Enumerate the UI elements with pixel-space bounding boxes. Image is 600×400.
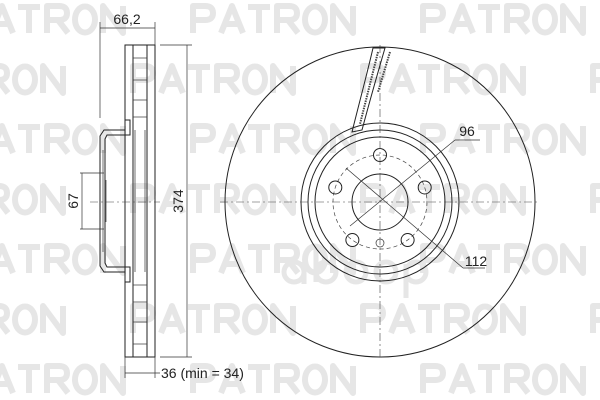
bolt-hole: [328, 180, 343, 195]
inner-friction-plate: [124, 44, 134, 358]
front-view: [220, 45, 540, 360]
dimension-lines: [80, 22, 192, 378]
watermark-logo: [423, 366, 583, 393]
center-bore-label: 67: [65, 193, 81, 209]
bolt-circle-label: 112: [465, 253, 488, 269]
watermark-logo: [0, 66, 63, 93]
watermark-logo: [423, 6, 583, 33]
outer-diameter-label: 374: [170, 189, 186, 213]
watermark-logo: [193, 6, 353, 33]
outer-friction-plate: [146, 44, 156, 358]
hub-ring-label: 96: [459, 123, 475, 139]
watermark-logo: [0, 186, 63, 213]
watermark-logo: [133, 186, 293, 213]
wear-indicator-slot: [351, 47, 386, 133]
hub-offset-label: 66,2: [113, 11, 140, 27]
side-view: [90, 44, 160, 358]
watermark-logo: [423, 246, 583, 273]
watermark-logo: [363, 186, 523, 213]
bolt-hole: [417, 180, 432, 195]
watermark-logo: [0, 306, 63, 333]
watermark-logo: [593, 66, 600, 93]
watermark-logo: [363, 66, 523, 93]
watermark-logo: [193, 126, 353, 153]
watermark-logo: [593, 306, 600, 333]
watermark-logo: [593, 186, 600, 213]
bolt-hole: [400, 233, 415, 248]
cooling-vanes: [133, 57, 147, 345]
hub-section: [99, 119, 131, 283]
watermark-logo: [0, 366, 123, 393]
watermark-logo: [363, 306, 523, 333]
watermark-logo: [423, 126, 583, 153]
watermark-logo: [0, 6, 123, 33]
bolt-hole: [345, 233, 360, 248]
watermark-logo: [133, 66, 293, 93]
thickness-label: 36 (min = 34): [161, 365, 244, 381]
watermark-logo: [193, 246, 353, 273]
